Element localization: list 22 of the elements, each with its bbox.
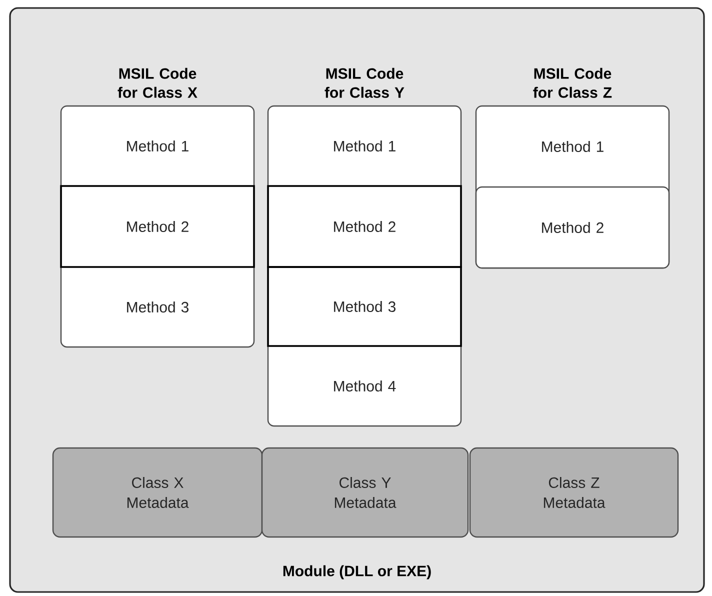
node-label: MSIL Code for Class X — [118, 68, 198, 98]
node-text: Method 1 — [127, 140, 188, 152]
node-text: Method 1 — [334, 140, 396, 152]
method-box — [267, 185, 462, 268]
method-box — [60, 185, 255, 268]
node-label: Class X Metadata — [127, 476, 189, 508]
node-label: MSIL Code for Class Z — [533, 68, 612, 98]
node-label: MSIL Code for Class Y — [324, 68, 404, 98]
node-label: Method 3 — [334, 300, 396, 312]
node-label: Class Y Metadata — [334, 476, 396, 508]
node-text: Method 3 — [127, 301, 189, 312]
node-label: Class Z Metadata — [544, 476, 606, 508]
metadata-box — [52, 447, 263, 538]
node-label: Method 2 — [542, 222, 604, 233]
metadata-box — [469, 447, 679, 538]
method-box — [475, 186, 670, 269]
node-text: Method 4 — [334, 380, 396, 392]
method-box — [267, 266, 462, 347]
metadata-box — [261, 447, 469, 538]
node-text: Method 1 — [542, 140, 604, 152]
node-label: Method 2 — [127, 220, 188, 232]
node-label: Method 2 — [334, 220, 396, 232]
